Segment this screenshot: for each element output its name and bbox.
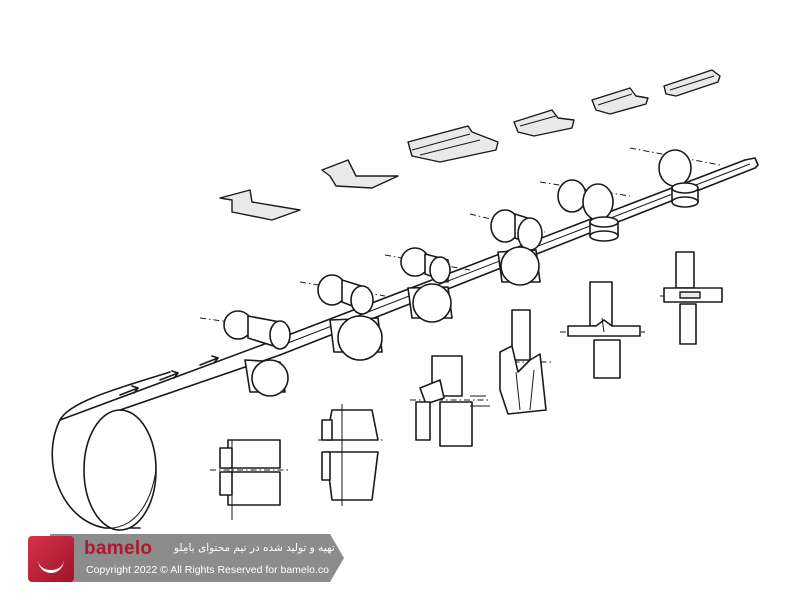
banner-background [50,534,344,582]
profile-stage-6 [663,69,721,97]
persian-caption: تهیه و تولید شده در تیم محتوای بامِلو [174,542,335,554]
roll-section-3 [410,355,490,447]
roll-section-1 [210,439,290,520]
roll-station-4 [469,209,546,286]
smile-arrow-icon [38,556,64,573]
bamelo-logo [28,536,74,582]
profile-stage-2 [321,159,399,189]
roll-station-3 [384,247,471,323]
strip-coil [51,371,171,531]
roll-station-5 [539,179,631,242]
brand-name: bamelo [84,538,153,559]
roll-section-4 [499,309,552,415]
roll-section-6 [660,251,723,345]
roll-section-5 [560,281,645,379]
profile-stage-5 [591,87,649,115]
profile-stage-4 [513,109,575,137]
watermark-banner: bamelo تهیه و تولید شده در تیم محتوای با… [24,532,346,584]
roll-station-6 [629,147,721,208]
profile-stage-3 [407,125,499,163]
roll-station-2 [299,274,386,361]
roll-station-1 [199,310,291,397]
profile-stage-1 [219,189,301,221]
copyright-text: Copyright 2022 © All Rights Reserved for… [86,564,329,576]
roll-section-2 [318,404,385,506]
feed-direction-arrows [119,355,219,396]
